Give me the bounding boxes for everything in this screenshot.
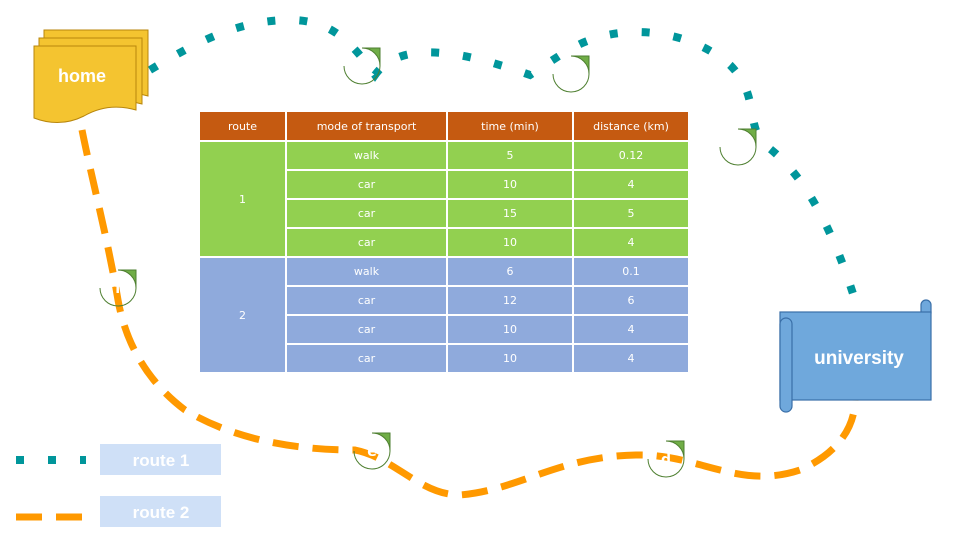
- distance-cell: 6: [572, 285, 690, 316]
- time-cell: 10: [446, 227, 574, 258]
- waypoint-e-pin: [353, 432, 391, 470]
- time-cell: 10: [446, 343, 574, 374]
- mode-cell: car: [285, 343, 448, 374]
- time-cell: 10: [446, 169, 574, 200]
- legend-route-1-box: [100, 444, 221, 475]
- waypoint-b-pin: [552, 55, 590, 93]
- legend-route-2-box: [100, 496, 221, 527]
- time-cell: 15: [446, 198, 574, 229]
- legend: route 1 route 2: [16, 444, 221, 527]
- distance-cell: 4: [572, 227, 690, 258]
- header-route: route: [198, 110, 287, 142]
- table-row: car 10 4: [199, 227, 690, 258]
- table-row: 2 walk 6 0.1: [198, 256, 690, 374]
- distance-cell: 4: [572, 169, 690, 200]
- route-1-cell: 1: [198, 140, 287, 258]
- route-2-path: [78, 129, 859, 499]
- waypoint-b-label: b: [566, 67, 576, 83]
- table-row: car 10 4: [199, 169, 690, 200]
- waypoint-f-pin: [99, 269, 137, 307]
- legend-route-1: route 1: [16, 444, 221, 475]
- waypoint-c-label: c: [734, 140, 742, 156]
- legend-route-2-label: route 2: [133, 503, 190, 522]
- mode-cell: car: [285, 227, 448, 258]
- waypoint-d-label: d: [661, 452, 671, 468]
- route-table: route mode of transport time (min) dista…: [198, 110, 690, 374]
- mode-cell: walk: [285, 256, 448, 287]
- waypoint-d-pin: [647, 440, 685, 478]
- waypoint-c: c: [719, 128, 757, 166]
- table-row: car 15 5: [199, 198, 690, 229]
- mode-cell: car: [285, 169, 448, 200]
- table-row: car 10 4: [199, 343, 690, 374]
- distance-cell: 0.12: [572, 140, 690, 171]
- legend-route-1-label: route 1: [133, 451, 190, 470]
- home-label: home: [58, 66, 106, 86]
- table-row: 1 walk 5 0.12: [198, 140, 690, 258]
- table-row: car 12 6: [199, 285, 690, 316]
- distance-cell: 4: [572, 314, 690, 345]
- time-cell: 5: [446, 140, 574, 171]
- university-label: university: [814, 348, 904, 369]
- waypoint-a: a: [343, 47, 381, 85]
- waypoint-a-label: a: [357, 59, 366, 75]
- time-cell: 12: [446, 285, 574, 316]
- university-scroll: [779, 311, 932, 401]
- distance-cell: 0.1: [572, 256, 690, 287]
- mode-cell: walk: [285, 140, 448, 171]
- waypoint-f-label: f: [115, 281, 122, 297]
- waypoint-a-pin: [343, 47, 381, 85]
- waypoint-c-pin: [719, 128, 757, 166]
- mode-cell: car: [285, 314, 448, 345]
- waypoint-b: b: [552, 55, 590, 93]
- distance-cell: 5: [572, 198, 690, 229]
- route-2-cell: 2: [198, 256, 287, 374]
- mode-cell: car: [285, 285, 448, 316]
- home-shape: [33, 45, 137, 123]
- time-cell: 6: [446, 256, 574, 287]
- waypoint-e: e: [353, 432, 391, 470]
- home-node[interactable]: home: [33, 29, 149, 123]
- waypoint-d: d: [647, 440, 685, 478]
- table-row: car 10 4: [199, 314, 690, 345]
- waypoint-e-label: e: [367, 444, 377, 460]
- waypoint-f: f: [99, 269, 137, 307]
- header-time: time (min): [446, 110, 574, 142]
- university-node[interactable]: university: [779, 299, 932, 413]
- header-distance: distance (km): [572, 110, 690, 142]
- time-cell: 10: [446, 314, 574, 345]
- legend-route-2: route 2: [16, 496, 221, 527]
- distance-cell: 4: [572, 343, 690, 374]
- header-mode: mode of transport: [285, 110, 448, 142]
- mode-cell: car: [285, 198, 448, 229]
- table-header-row: route mode of transport time (min) dista…: [198, 110, 690, 142]
